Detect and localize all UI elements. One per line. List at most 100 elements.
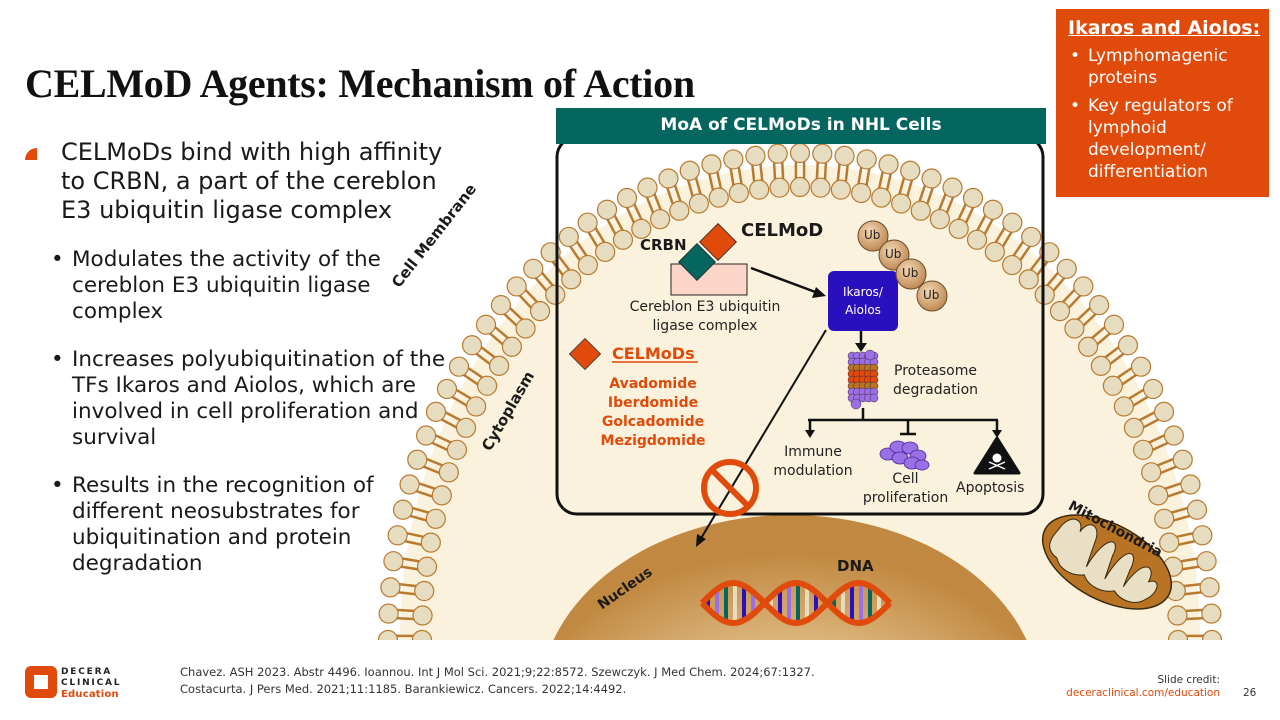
- lipid-molecule: [506, 276, 551, 322]
- dna-label: DNA: [837, 557, 874, 575]
- bullet-dot-icon: •: [51, 247, 64, 272]
- lipid-molecule: [616, 187, 652, 239]
- page-number: 26: [1243, 687, 1257, 699]
- logo-line: Education: [61, 689, 119, 700]
- lipid-molecule: [658, 168, 690, 221]
- nucleus: [553, 515, 1027, 640]
- lipid-molecule: [407, 449, 459, 483]
- lipid-molecule: [948, 187, 984, 239]
- ub-label: Ub: [885, 247, 902, 261]
- lipid-molecule: [1002, 226, 1042, 276]
- callout-item-text: Key regulators of lymphoid development/ …: [1088, 96, 1233, 182]
- lipid-molecule: [637, 177, 671, 230]
- ikaros-aiolos-label: Ikaros/ Aiolos: [828, 283, 898, 319]
- lipid-molecule: [1159, 525, 1213, 553]
- celmods-drug-list: Avadomide Iberdomide Golcadomide Mezigdo…: [588, 375, 718, 451]
- lipid-molecule: [425, 401, 477, 438]
- lipid-molecule: [475, 314, 523, 357]
- drug-name: Mezigdomide: [600, 433, 706, 449]
- reference-line: Chavez. ASH 2023. Abstr 4496. Ioannou. I…: [180, 665, 815, 679]
- cytoplasm-area: [400, 165, 1200, 640]
- cell-line: proliferation: [862, 490, 949, 506]
- lipid-molecule: [1049, 276, 1094, 322]
- immune-modulation-label: Immune modulation: [763, 443, 863, 481]
- lipid-molecule: [679, 160, 709, 214]
- lipid-molecule: [1123, 401, 1175, 438]
- lipid-molecule: [966, 199, 1004, 250]
- sub-bullet: • Modulates the activity of the cereblon…: [25, 247, 455, 325]
- crbn-label: CRBN: [640, 236, 687, 254]
- bullet-dot-icon: •: [1070, 46, 1081, 66]
- lipid-molecule: [745, 145, 770, 200]
- lipid-molecule: [723, 149, 749, 204]
- lipid-molecule: [810, 143, 833, 198]
- lipid-molecule: [490, 294, 536, 339]
- lipid-molecule: [984, 212, 1023, 262]
- ikaros-aiolos-callout: Ikaros and Aiolos: • Lymphomagenic protei…: [1056, 9, 1269, 197]
- drug-name: Iberdomide: [607, 395, 699, 411]
- ligase-complex-label: Cereblon E3 ubiquitin ligase complex: [605, 298, 805, 336]
- slide-title: CELMoD Agents: Mechanism of Action: [25, 61, 695, 106]
- lipid-molecule: [399, 474, 452, 506]
- lipid-molecule: [383, 551, 438, 577]
- callout-title: Ikaros and Aiolos:: [1068, 17, 1261, 39]
- lipid-molecule: [1113, 378, 1164, 417]
- proteasome-label: Proteasome degradation: [893, 362, 978, 400]
- proteasome-line: degradation: [893, 382, 979, 398]
- lipid-molecule: [929, 177, 963, 230]
- proteasome-line: Proteasome: [894, 363, 978, 379]
- reference-line: Costacurta. J Pers Med. 2021;11:1185. Ba…: [180, 682, 627, 696]
- lipid-molecule: [540, 242, 582, 290]
- callout-item-text: Lymphomagenic proteins: [1088, 46, 1228, 88]
- ub-label: Ub: [864, 228, 881, 242]
- lipid-molecule: [596, 199, 634, 250]
- ubiquitin-chain: [857, 220, 948, 312]
- lipid-molecule: [830, 145, 855, 200]
- immune-line: Immune: [784, 444, 842, 460]
- lipid-molecule: [1148, 474, 1201, 506]
- logo-text: DECERA CLINICAL Education: [61, 667, 121, 700]
- cell-membrane: [377, 142, 1223, 640]
- logo-line: DECERA: [61, 667, 113, 677]
- bullet-dot-icon: •: [51, 347, 64, 372]
- sub-bullet: • Results in the recognition of differen…: [25, 473, 402, 577]
- lipid-molecule: [378, 603, 433, 626]
- ikaros-line: Ikaros/: [843, 285, 883, 299]
- lipid-molecule: [891, 160, 921, 214]
- credit-link[interactable]: deceraclinical.com/education: [1066, 687, 1220, 699]
- slide-credit: Slide credit: deceraclinical.com/educati…: [1066, 674, 1220, 700]
- celmods-legend-title: CELMoDs: [612, 344, 695, 363]
- lipid-molecule: [392, 499, 446, 529]
- lipid-molecule: [701, 154, 729, 208]
- legend-celmod-diamond: [568, 337, 602, 371]
- lipid-molecule: [851, 149, 877, 204]
- lipid-molecule: [1034, 258, 1077, 305]
- sub-bullet-text: Results in the recognition of different …: [72, 473, 374, 576]
- decera-logo-icon: [25, 666, 57, 698]
- ligase-complex-line: Cereblon E3 ubiquitin: [629, 299, 781, 315]
- sub-bullet: • Increases polyubiquitination of the TF…: [25, 347, 455, 451]
- prohibited-icon: [701, 459, 759, 517]
- logo-line: CLINICAL: [61, 678, 122, 688]
- lipid-molecule: [1077, 314, 1125, 357]
- arrow-to-nucleus: [699, 329, 827, 541]
- diagram-header: MoA of CELMoDs in NHL Cells: [660, 115, 942, 135]
- diagram-header-bar: [556, 108, 1046, 144]
- bullet-list: CELMoDs bind with high affinity to CRBN,…: [25, 138, 455, 577]
- dna-strand: [699, 580, 893, 627]
- ikaros-aiolos-box: [828, 271, 898, 331]
- immune-line: modulation: [773, 463, 853, 479]
- lipid-molecule: [871, 154, 899, 208]
- cell-line: Cell: [892, 471, 919, 487]
- bullet-dot-icon: •: [1070, 96, 1081, 116]
- lipid-molecule: [387, 525, 441, 553]
- mitochondria-icon: [1041, 514, 1173, 610]
- lipid-molecule: [448, 356, 498, 396]
- ligase-complex-box: [670, 263, 748, 296]
- crbn-diamond: [678, 243, 716, 281]
- lipid-molecule: [436, 378, 487, 417]
- dna-strand: [699, 579, 893, 626]
- lipid-molecule: [523, 258, 566, 305]
- lipid-molecule: [1141, 449, 1193, 483]
